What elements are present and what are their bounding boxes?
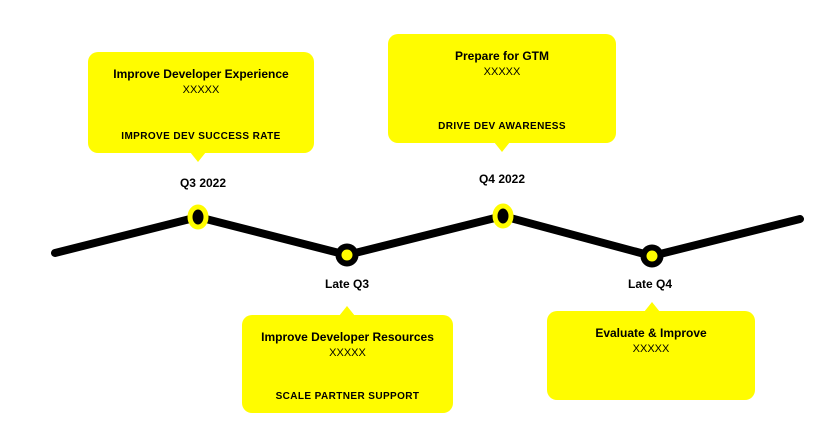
callout-title: Improve Developer Resources	[261, 330, 434, 344]
callout-title: Evaluate & Improve	[595, 326, 707, 340]
milestone-node-q4-2022	[492, 203, 514, 229]
milestone-node-late-q3	[335, 243, 359, 267]
callout-value: XXXXX	[483, 66, 521, 78]
milestone-node-late-q4	[640, 244, 664, 268]
callout-title: Improve Developer Experience	[113, 67, 289, 81]
milestone-label-q3-2022: Q3 2022	[179, 176, 227, 190]
callout-tagline: SCALE PARTNER SUPPORT	[275, 391, 420, 402]
milestone-node-q3-2022	[187, 204, 209, 230]
callout-pointer-icon	[644, 302, 660, 312]
milestone-label-late-q3: Late Q3	[324, 277, 370, 291]
callout-tagline: IMPROVE DEV SUCCESS RATE	[121, 131, 281, 142]
callout-value: XXXXX	[182, 84, 220, 96]
callout-title: Prepare for GTM	[454, 49, 550, 63]
callout-evaluate-and-improve: Evaluate & Improve XXXXX	[547, 302, 755, 400]
callout-tagline: DRIVE DEV AWARENESS	[438, 121, 566, 132]
milestone-label-late-q4: Late Q4	[627, 277, 673, 291]
callout-pointer-icon	[494, 142, 510, 152]
callout-value: XXXXX	[632, 343, 670, 355]
callout-improve-developer-experience: Improve Developer Experience XXXXX IMPRO…	[88, 52, 314, 162]
milestone-label-q4-2022: Q4 2022	[478, 172, 526, 186]
callout-improve-developer-resources: Improve Developer Resources XXXXX SCALE …	[242, 306, 453, 413]
callout-value: XXXXX	[329, 347, 366, 359]
timeline-zigzag-line	[51, 212, 804, 260]
callout-pointer-icon	[339, 306, 355, 316]
callout-prepare-for-gtm: Prepare for GTM XXXXX DRIVE DEV AWARENES…	[388, 34, 616, 152]
callout-pointer-icon	[190, 152, 206, 162]
